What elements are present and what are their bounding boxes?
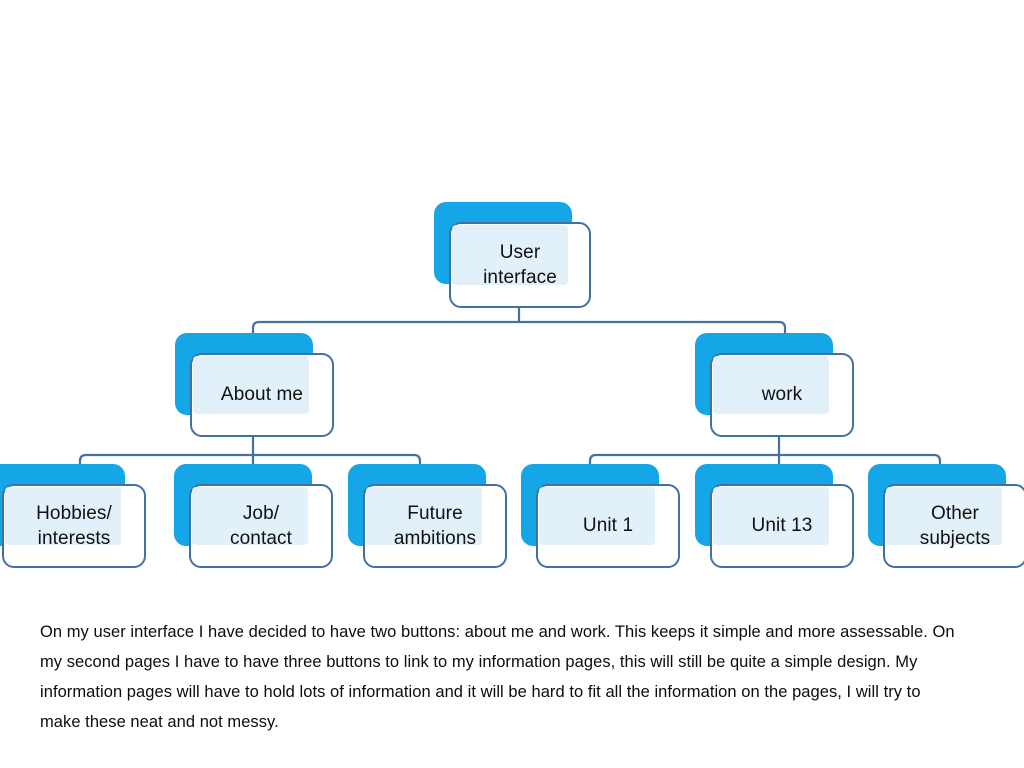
node-inner-fill — [886, 487, 1002, 545]
node-job-contact[interactable]: Job/ contact — [174, 464, 334, 568]
node-future-ambitions[interactable]: Future ambitions — [348, 464, 508, 568]
node-inner-fill — [192, 487, 308, 545]
wire-aboutme-bus — [78, 453, 422, 470]
node-other-subjects[interactable]: Other subjects — [868, 464, 1024, 568]
node-label: Unit 13 — [751, 515, 813, 537]
node-label: Other subjects — [919, 502, 991, 549]
node-work[interactable]: work — [695, 333, 855, 437]
node-inner-fill — [452, 225, 568, 285]
node-user-interface[interactable]: User interface — [434, 202, 592, 308]
node-inner-fill — [539, 487, 655, 545]
node-inner-fill — [366, 487, 482, 545]
caption-paragraph: On my user interface I have decided to h… — [40, 622, 955, 731]
node-label: About me — [220, 384, 304, 406]
node-label: Hobbies/ interests — [36, 502, 112, 549]
wire-root-bus — [251, 320, 787, 340]
node-label: Future ambitions — [393, 502, 477, 549]
node-about-me[interactable]: About me — [175, 333, 335, 437]
node-label: work — [761, 384, 803, 406]
node-inner-fill — [713, 487, 829, 545]
node-unit-1[interactable]: Unit 1 — [521, 464, 681, 568]
node-label: Unit 1 — [582, 515, 634, 537]
node-label: Job/ contact — [230, 502, 292, 549]
node-unit-13[interactable]: Unit 13 — [695, 464, 855, 568]
node-label: User interface — [483, 241, 557, 288]
wire-work-bus — [588, 453, 942, 470]
node-hobbies-interests[interactable]: Hobbies/ interests — [0, 464, 147, 568]
node-inner-fill — [5, 487, 121, 545]
node-inner-fill — [193, 356, 309, 414]
node-inner-fill — [713, 356, 829, 414]
